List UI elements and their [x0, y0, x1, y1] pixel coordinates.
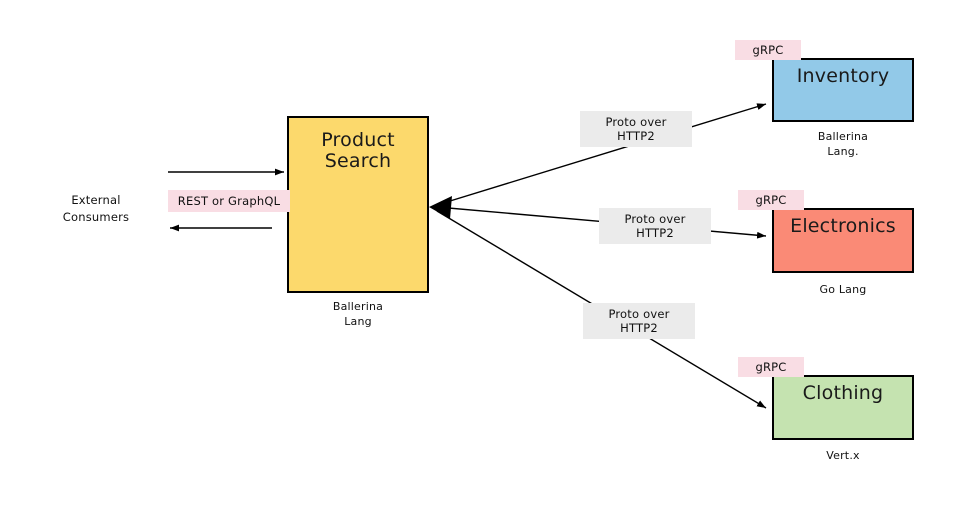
node-clothing-title: Clothing: [802, 382, 884, 404]
node-product-search[interactable]: Product Search: [287, 116, 429, 293]
node-electronics[interactable]: Electronics: [772, 208, 914, 273]
node-clothing[interactable]: Clothing: [772, 375, 914, 440]
external-consumers-label: External Consumers: [62, 193, 130, 224]
edge-label-rest-or-graphql: REST or GraphQL: [168, 190, 290, 212]
node-product-search-title: Product Search: [321, 129, 395, 172]
node-electronics-caption: Go Lang: [819, 283, 867, 296]
edge-label-grpc-inventory: gRPC: [735, 40, 801, 60]
node-inventory[interactable]: Inventory: [772, 58, 914, 122]
edge-label-proto-over-http2-clothing: Proto over HTTP2: [583, 303, 695, 339]
edge-label-proto-over-http2-inventory: Proto over HTTP2: [580, 111, 692, 147]
node-electronics-title: Electronics: [790, 215, 896, 237]
arrowhead-into-product-search: [429, 196, 452, 219]
node-clothing-caption: Vert.x: [826, 449, 860, 462]
node-inventory-caption: Ballerina Lang.: [817, 130, 869, 158]
edge-label-grpc-clothing: gRPC: [738, 357, 804, 377]
node-product-search-caption: Ballerina Lang: [332, 300, 384, 328]
edge-label-grpc-electronics: gRPC: [738, 190, 804, 210]
node-inventory-title: Inventory: [796, 65, 890, 87]
edge-label-proto-over-http2-electronics: Proto over HTTP2: [599, 208, 711, 244]
